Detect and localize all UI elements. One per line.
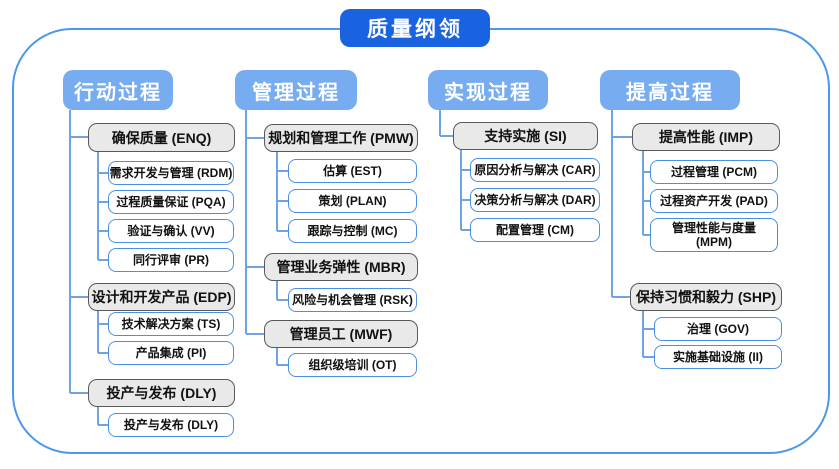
- group-si: 支持实施 (SI): [453, 122, 598, 150]
- group-imp: 提高性能 (IMP): [632, 123, 780, 151]
- leaf-pcm: 过程管理 (PCM): [650, 160, 778, 184]
- group-mwf: 管理员工 (MWF): [264, 320, 418, 348]
- leaf-est: 估算 (EST): [288, 159, 417, 183]
- group-enq: 确保质量 (ENQ): [88, 123, 235, 152]
- group-dly: 投产与发布 (DLY): [88, 379, 235, 407]
- leaf-mpm: 管理性能与度量 (MPM): [650, 218, 778, 252]
- leaf-vv: 验证与确认 (VV): [108, 219, 234, 243]
- column-header-realization-process: 实现过程: [428, 70, 548, 110]
- leaf-dar: 决策分析与解决 (DAR): [470, 188, 600, 212]
- leaf-plan: 策划 (PLAN): [288, 189, 417, 213]
- leaf-ii: 实施基础设施 (II): [654, 345, 782, 369]
- leaf-ts: 技术解决方案 (TS): [108, 312, 234, 336]
- leaf-pi: 产品集成 (PI): [108, 341, 234, 365]
- leaf-car: 原因分析与解决 (CAR): [470, 158, 600, 182]
- leaf-gov: 治理 (GOV): [654, 317, 782, 341]
- column-header-management-process: 管理过程: [235, 70, 357, 110]
- leaf-pad: 过程资产开发 (PAD): [650, 189, 778, 213]
- leaf-mc: 跟踪与控制 (MC): [288, 219, 417, 243]
- diagram-title: 质量纲领: [340, 9, 490, 47]
- leaf-rdm: 需求开发与管理 (RDM): [108, 161, 234, 185]
- leaf-ot: 组织级培训 (OT): [288, 353, 417, 377]
- group-mbr: 管理业务弹性 (MBR): [264, 253, 418, 281]
- leaf-dly: 投产与发布 (DLY): [108, 413, 234, 437]
- leaf-pr: 同行评审 (PR): [108, 248, 234, 272]
- column-header-action-process: 行动过程: [63, 70, 173, 110]
- group-shp: 保持习惯和毅力 (SHP): [630, 283, 782, 311]
- group-pmw: 规划和管理工作 (PMW): [264, 124, 418, 152]
- leaf-cm: 配置管理 (CM): [470, 218, 600, 242]
- group-edp: 设计和开发产品 (EDP): [88, 283, 235, 311]
- leaf-rsk: 风险与机会管理 (RSK): [288, 288, 417, 312]
- column-header-improvement-process: 提高过程: [600, 70, 740, 110]
- leaf-pqa: 过程质量保证 (PQA): [108, 190, 234, 214]
